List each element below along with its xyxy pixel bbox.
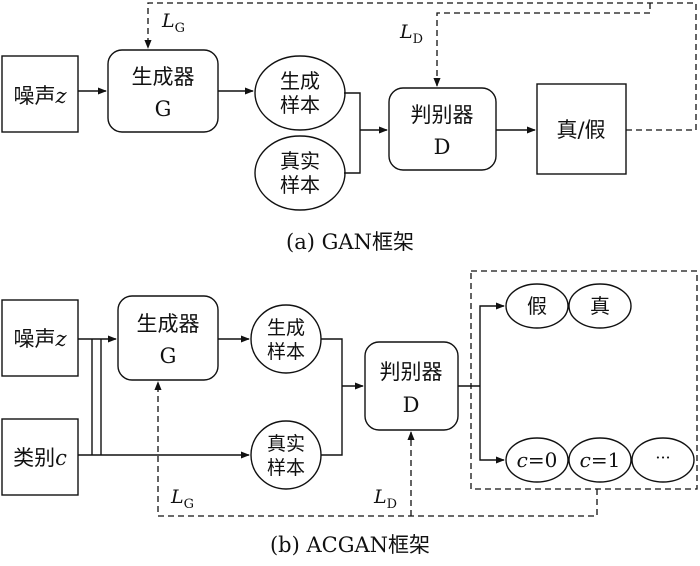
svg-text:噪声z: 噪声z: [13, 327, 67, 351]
b-discriminator-node: 判别器 D: [364, 341, 459, 431]
a-caption: (a) GAN框架: [286, 230, 414, 254]
b-to-real-fake-arrow: [479, 302, 505, 386]
panel-a-gan: 噪声z 生成器 G 生成 样本 真实 样本 判别器 D 真/假: [1, 2, 697, 254]
a-discriminator-symbol: D: [434, 135, 451, 159]
b-out-real-node: 真: [568, 283, 632, 329]
b-loss-d-label: LD: [373, 486, 397, 512]
a-noise-node: 噪声z: [1, 55, 79, 133]
b-discriminator-symbol: D: [403, 393, 420, 417]
a-generator-label: 生成器: [132, 65, 195, 89]
b-fake-sample-line2: 样本: [267, 341, 305, 363]
panel-b-acgan: 噪声z 类别c 生成器 G 生成 样本 真实 样本 判别器 D: [1, 270, 698, 557]
b-to-class-arrow: [479, 386, 505, 464]
b-class0-label: c=0: [517, 448, 558, 472]
a-fake-sample-node: 生成 样本: [254, 55, 346, 131]
a-loss-g-feedback-line: [144, 2, 697, 131]
a-fake-sample-line1: 生成: [280, 69, 320, 93]
a-fake-sample-line2: 样本: [280, 93, 320, 117]
a-discriminator-label: 判别器: [411, 103, 474, 127]
b-caption: (b) ACGAN框架: [270, 533, 430, 557]
b-loss-g-feedback-line: [154, 381, 598, 517]
b-generator-label: 生成器: [137, 312, 200, 336]
b-real-sample-line1: 真实: [267, 433, 305, 455]
b-real-sample-line2: 样本: [267, 457, 305, 479]
a-real-sample-line1: 真实: [280, 149, 320, 173]
b-out-real-label: 真: [590, 294, 610, 318]
b-generator-node: 生成器 G: [117, 295, 219, 381]
b-fake-sample-node: 生成 样本: [250, 304, 322, 374]
b-output-container: [470, 270, 698, 490]
a-sample-merge-line: [344, 92, 361, 174]
b-discriminator-label: 判别器: [380, 360, 443, 384]
b-class-node: 类别c: [1, 418, 79, 496]
b-class1-node: c=1: [568, 437, 632, 483]
a-loss-d-label: LD: [399, 21, 423, 47]
b-class-label: 类别: [13, 446, 55, 470]
svg-text:类别c: 类别c: [13, 446, 67, 470]
b-sample-merge-line: [321, 338, 343, 456]
b-real-sample-node: 真实 样本: [250, 420, 322, 490]
b-noise-node: 噪声z: [1, 299, 79, 377]
b-out-fake-label: 假: [527, 294, 547, 318]
a-real-sample-line2: 样本: [280, 173, 320, 197]
a-noise-var: z: [54, 84, 67, 108]
b-noise-label: 噪声: [13, 327, 55, 351]
a-discriminator-node: 判别器 D: [388, 87, 497, 171]
svg-text:噪声z: 噪声z: [13, 84, 67, 108]
b-class-more-label: ···: [655, 448, 670, 467]
b-loss-g-label: LG: [170, 486, 194, 512]
b-out-fake-node: 假: [505, 283, 569, 329]
b-generator-symbol: G: [160, 344, 177, 368]
a-generator-symbol: G: [155, 97, 172, 121]
a-real-sample-node: 真实 样本: [254, 135, 346, 211]
b-class1-label: c=1: [580, 448, 621, 472]
a-output-node: 真/假: [536, 83, 627, 175]
a-loss-g-label: LG: [161, 10, 185, 36]
a-noise-label: 噪声: [13, 84, 55, 108]
b-fake-sample-line1: 生成: [267, 317, 305, 339]
b-class-var: c: [55, 446, 67, 470]
b-noise-var: z: [54, 327, 67, 351]
b-class-more-node: ···: [631, 437, 695, 483]
a-generator-node: 生成器 G: [107, 49, 219, 133]
a-output-label: 真/假: [556, 118, 605, 142]
a-loss-d-feedback-line: [433, 3, 651, 87]
b-class0-node: c=0: [505, 437, 569, 483]
